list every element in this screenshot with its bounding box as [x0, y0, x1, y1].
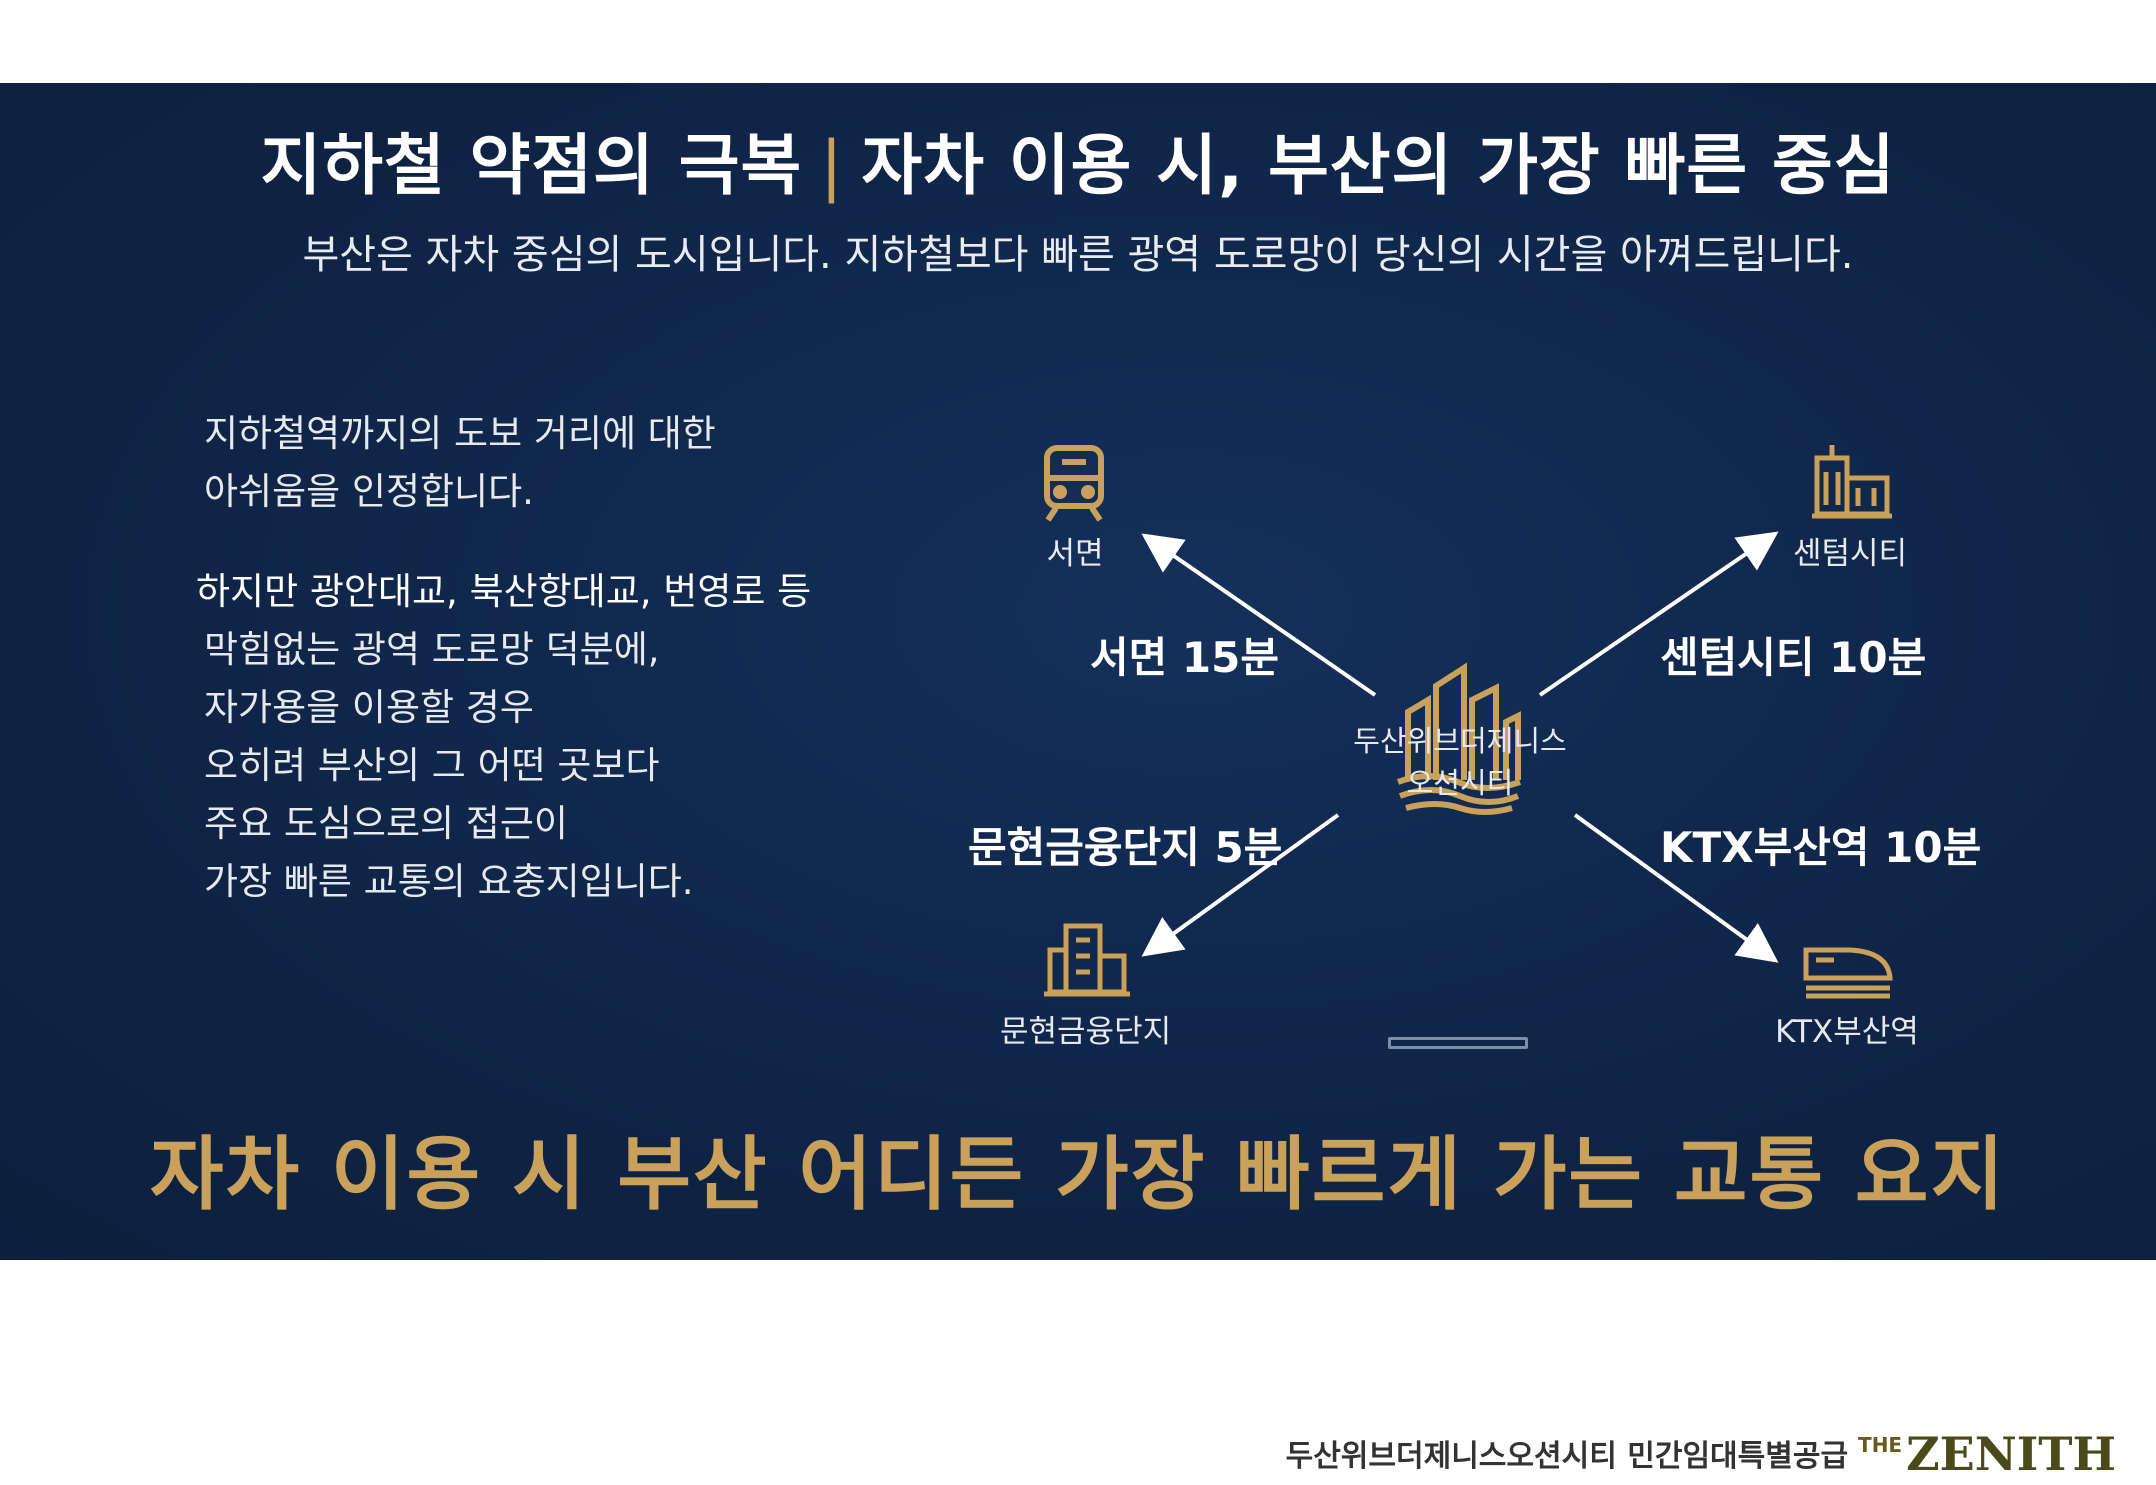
- center-label-line1: 두산위브더제니스: [1353, 724, 1567, 758]
- route-label-centum: 센텀시티 10분: [1660, 633, 1927, 682]
- center-label-line2: 오션시티: [1406, 766, 1514, 800]
- slider-indicator: [1388, 1037, 1528, 1049]
- arrow-to-centum: [1538, 531, 1779, 697]
- logo-name: ZENITH: [1906, 1427, 2116, 1481]
- zenith-logo: THE ZENITH: [1858, 1427, 2116, 1481]
- headline-part2: 자차 이용 시, 부산의 가장 빠른 중심: [861, 127, 1896, 204]
- node-label-munhyeon: 문현금융단지: [1000, 1014, 1172, 1050]
- copy-line: 지하철역까지의 도보 거리에 대한: [204, 412, 716, 455]
- copy-line: 막힘없는 광역 도로망 덕분에,: [204, 628, 660, 671]
- footer-text: 두산위브더제니스오션시티 민간임대특별공급: [1285, 1439, 1849, 1474]
- headline-separator: |: [820, 127, 844, 204]
- copy-line-highlight: 하지만 광안대교, 북산항대교, 번영로 등: [196, 570, 812, 613]
- node-label-ktx: KTX부산역: [1775, 1014, 1919, 1050]
- node-label-seomyeon: 서면: [1046, 536, 1104, 572]
- copy-line: 가장 빠른 교통의 요충지입니다.: [204, 860, 694, 903]
- footer: 두산위브더제니스오션시티 민간임대특별공급 THE ZENITH: [1286, 1425, 2116, 1481]
- route-diagram: [1044, 445, 1893, 999]
- hero-banner: [0, 83, 2156, 1260]
- city-buildings-icon: [1812, 445, 1892, 519]
- headline: 지하철 약점의 극복|자차 이용 시, 부산의 가장 빠른 중심: [0, 112, 2156, 208]
- route-label-ktx: KTX부산역 10분: [1660, 823, 1982, 872]
- route-label-seomyeon: 서면 15분: [1090, 633, 1279, 682]
- center-complex-label: 두산위브더제니스 오션시티: [1300, 720, 1620, 804]
- headline-part1: 지하철 약점의 극복: [260, 127, 803, 204]
- route-label-munhyeon: 문현금융단지 5분: [968, 823, 1283, 872]
- copy-line: 주요 도심으로의 접근이: [204, 802, 568, 845]
- train-icon: [1044, 445, 1104, 522]
- bottom-slogan: 자차 이용 시 부산 어디든 가장 빠르게 가는 교통 요지: [149, 1128, 2007, 1221]
- copy-line: 자가용을 이용할 경우: [204, 686, 534, 729]
- arrow-to-munhyeon: [1141, 813, 1340, 957]
- left-copy: 지하철역까지의 도보 거리에 대한 아쉬움을 인정합니다. 하지만 광안대교, …: [196, 405, 924, 911]
- copy-line: 아쉬움을 인정합니다.: [204, 470, 534, 513]
- arrow-to-seomyeon: [1141, 533, 1377, 697]
- office-building-icon: [1044, 923, 1130, 997]
- logo-prefix: THE: [1858, 1433, 1903, 1457]
- arrow-to-ktx: [1573, 813, 1779, 963]
- subtitle: 부산은 자차 중심의 도시입니다. 지하철보다 빠른 광역 도로망이 당신의 시…: [302, 232, 1854, 278]
- center-building-icon: [1396, 662, 1521, 815]
- node-label-centum: 센텀시티: [1792, 536, 1908, 572]
- copy-line: 오히려 부산의 그 어떤 곳보다: [204, 744, 660, 787]
- bullet-train-icon: [1803, 947, 1893, 999]
